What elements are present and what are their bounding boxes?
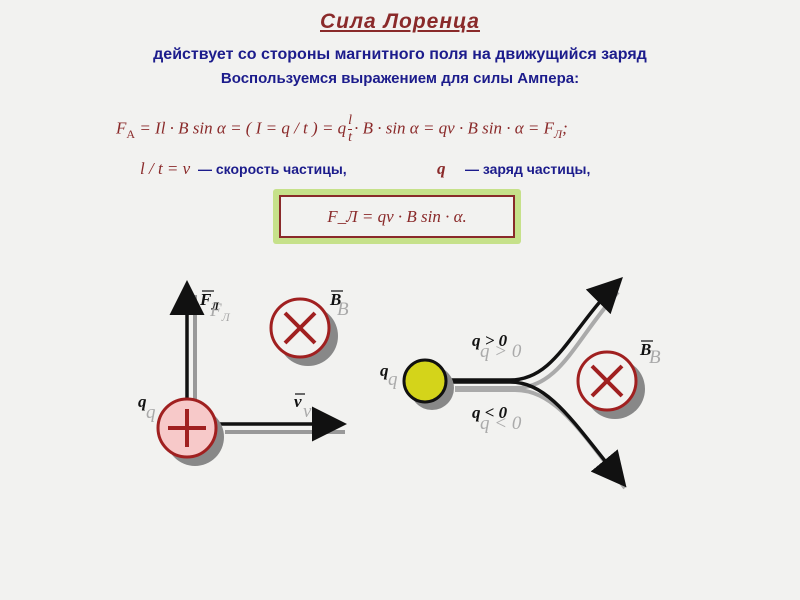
- lorentz-formula-frame: F_Л = qv · B sin · α.: [279, 195, 515, 238]
- note-speed: l / t = v — скорость частицы,: [140, 159, 347, 179]
- formula-end: ;: [562, 118, 568, 138]
- b-right-label-shadow: B: [649, 347, 661, 368]
- trajectory-positive-arrow: [445, 277, 623, 382]
- lorentz-formula-box: F_Л = qv · B sin · α.: [273, 189, 521, 244]
- note-charge: q — заряд частицы,: [437, 159, 590, 179]
- q-negative-label-shadow: q < 0: [480, 413, 522, 434]
- ampere-intro: Воспользуемся выражением для силы Ампера…: [220, 70, 580, 87]
- lorentz-formula: F_Л = qv · B sin · α.: [327, 206, 467, 226]
- q-right-label: q: [380, 361, 389, 380]
- cross-right-line-2: [590, 364, 624, 398]
- q-label: q: [138, 392, 147, 411]
- q-positive-label-shadow: q > 0: [480, 341, 522, 362]
- b-right-label: B: [640, 340, 652, 359]
- fraction-numerator: l: [348, 113, 353, 130]
- slide-subtitle: действует со стороны магнитного поля на …: [153, 46, 647, 63]
- charge-text: — заряд частицы,: [464, 161, 591, 177]
- speed-expr: l / t = v: [140, 159, 191, 178]
- force-label-shadow: FЛ: [210, 300, 230, 324]
- formula-f: F: [116, 118, 127, 138]
- trajectory-negative-arrow: [445, 380, 627, 488]
- b-label: B: [330, 290, 342, 309]
- b-label-shadow: B: [337, 299, 349, 320]
- q-label-shadow: q: [146, 402, 156, 423]
- q-right-label-shadow: q: [388, 369, 398, 390]
- moving-particle-icon: [402, 358, 448, 404]
- fraction-denominator: t: [348, 130, 353, 145]
- formula-fl-sub: Л: [553, 126, 563, 141]
- v-label-shadow: v: [303, 401, 312, 422]
- speed-text: — скорость частицы,: [197, 161, 347, 177]
- formula-part2: = Il · B sin α = ( I = q / t ) = q: [135, 118, 347, 138]
- v-label: v: [294, 392, 302, 411]
- q-positive-label: q > 0: [472, 331, 508, 350]
- charge-expr: q: [437, 159, 446, 178]
- slide-title: Сила Лоренца: [320, 10, 480, 33]
- q-negative-label: q < 0: [472, 403, 508, 422]
- cross-line-2: [283, 311, 317, 345]
- formula-part3: · B · sin α = qv · B sin · α = F: [354, 118, 554, 138]
- formula-f-sub: A: [126, 126, 136, 141]
- force-label: FЛ: [200, 290, 219, 313]
